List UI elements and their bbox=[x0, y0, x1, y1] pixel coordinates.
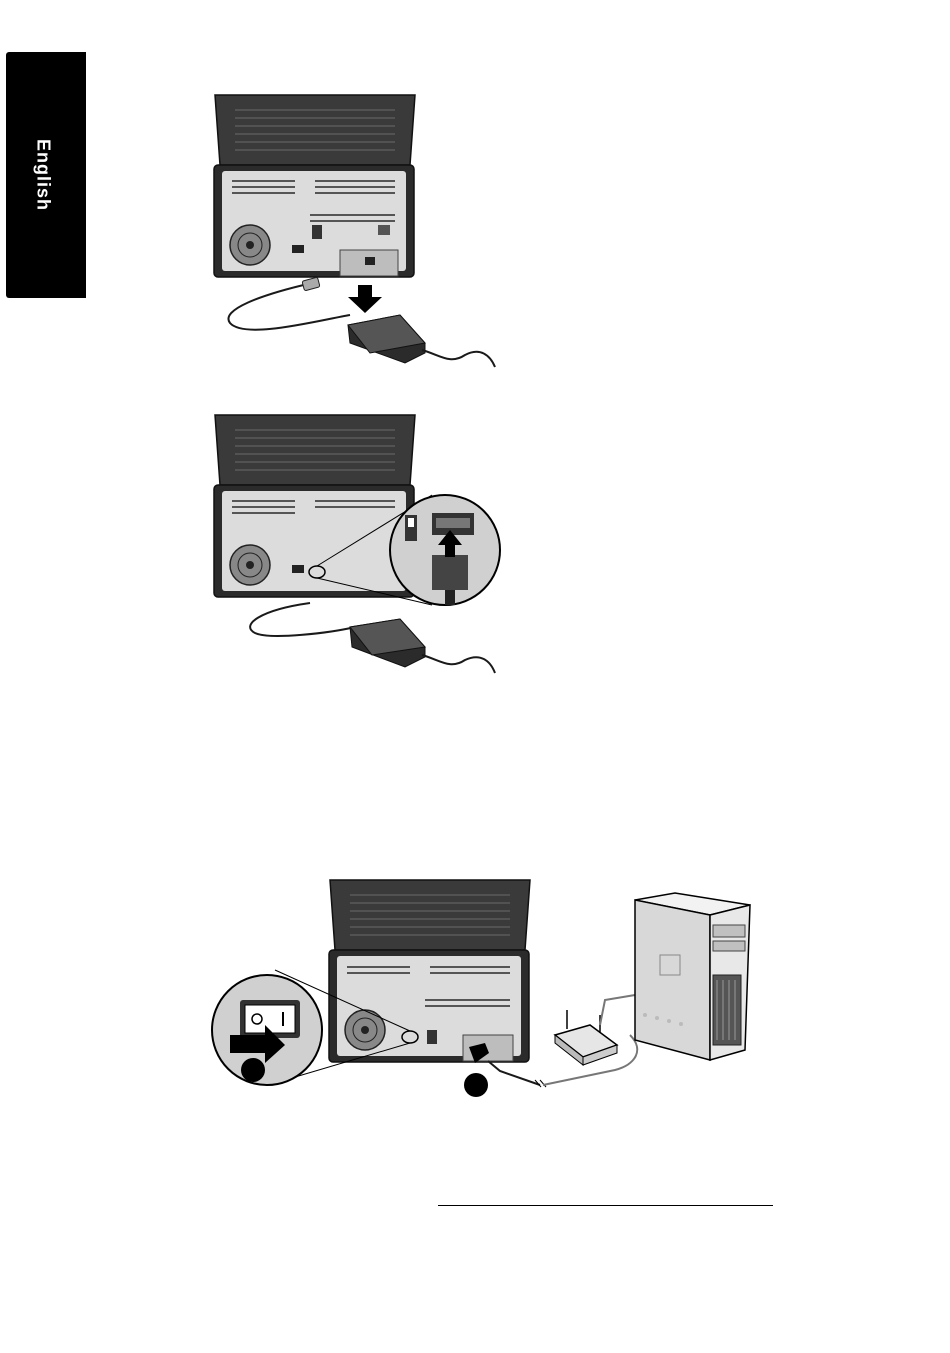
computer-tower-icon bbox=[635, 893, 750, 1060]
scanner-rear-icon bbox=[214, 95, 415, 277]
router-icon bbox=[555, 1010, 617, 1065]
power-supply-icon bbox=[348, 315, 425, 363]
language-label: English bbox=[33, 139, 54, 211]
scanner-rear-icon bbox=[329, 880, 530, 1062]
figure-power-on-network bbox=[205, 875, 765, 1105]
figure-power-supply-connect bbox=[200, 85, 500, 375]
scanner-rear-icon bbox=[214, 415, 415, 597]
footnote-rule bbox=[438, 1205, 773, 1206]
figure-power-cord-connect bbox=[200, 405, 500, 680]
power-supply-icon bbox=[350, 619, 425, 667]
zoom-power-inlet-icon bbox=[390, 495, 500, 605]
zoom-power-switch-icon bbox=[212, 975, 322, 1085]
